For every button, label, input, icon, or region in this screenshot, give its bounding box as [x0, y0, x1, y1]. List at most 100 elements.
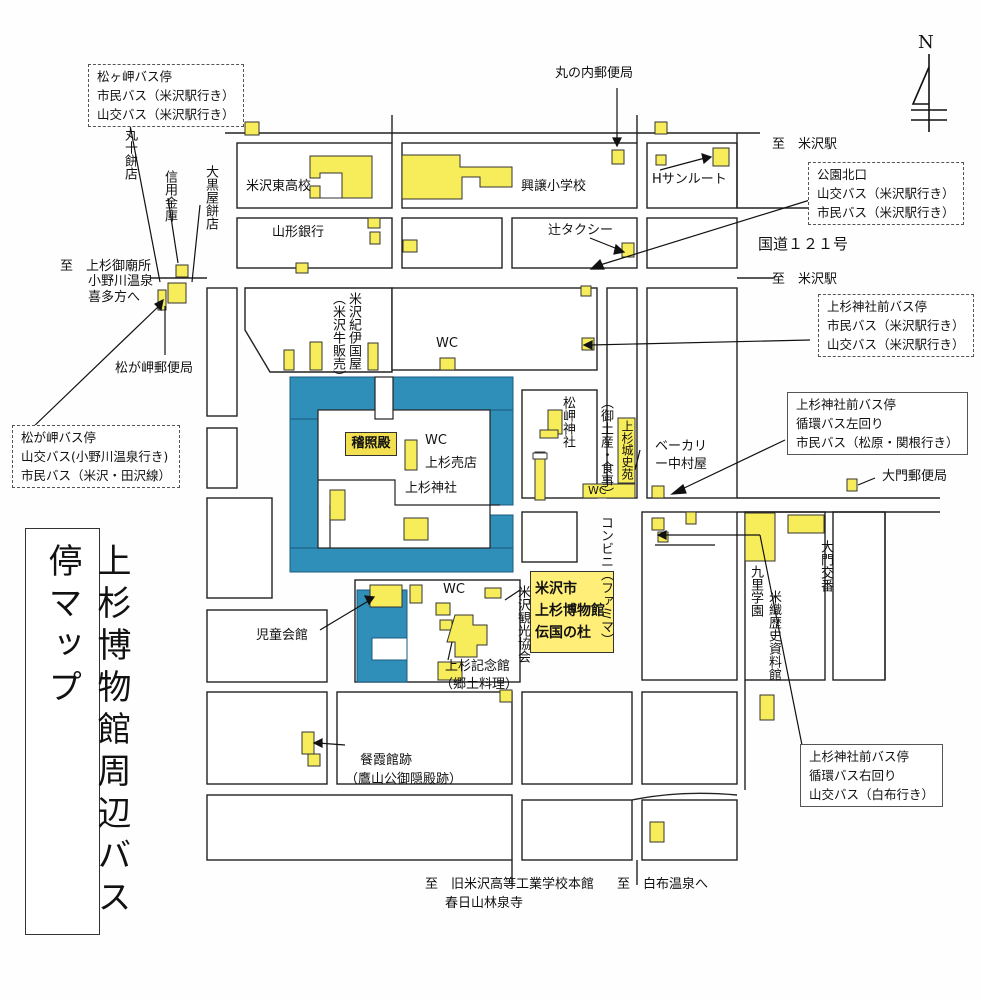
label-wc-4: WC [443, 582, 465, 597]
moat-bottom-right [489, 514, 514, 549]
label-kinenkan: 上杉記念館 [445, 659, 511, 674]
bus-stop-line: 山交バス（白布行き） [809, 787, 935, 802]
label-shinyo: 信用金庫 [162, 170, 177, 222]
block [206, 794, 513, 861]
label-matsugasaki-post: 松が岬郵便局 [115, 361, 194, 376]
label-jido: 児童会館 [256, 628, 309, 643]
bus-stop-line: 循環バス右回り [809, 768, 897, 783]
label-kyuri: 九里学園 [748, 565, 763, 617]
label-yonezawa-higashi: 米沢東高校 [246, 179, 312, 194]
label-to-yonezawa-station-2: 至 米沢駅 [772, 272, 838, 287]
buildings [157, 121, 858, 843]
bus-stop-koen-kitaguchi: 公園北口 山交バス（米沢駅行き） 市民バス（米沢駅行き） [808, 162, 964, 225]
label-wc-1: WC [436, 336, 458, 351]
north-arrow: N [903, 32, 953, 132]
museum-line: 米沢市 [535, 581, 577, 597]
block [336, 691, 513, 785]
map-title-box: 上杉博物館周辺バス停マップ [25, 528, 131, 935]
label-kiiya-sub: （米沢牛販売） [330, 292, 345, 383]
block [206, 609, 328, 683]
block [244, 287, 393, 373]
label-daimon-post: 大門郵便局 [882, 469, 948, 484]
label-to-gobyo-3: 喜多方へ [88, 290, 141, 305]
bus-stop-line: 上杉神社前バス停 [809, 749, 910, 764]
label-daikokuya: 大黒屋餅店 [203, 165, 218, 230]
roads [150, 115, 940, 885]
label-joshien: 上杉城史苑 [620, 420, 634, 480]
north-label: N [918, 32, 934, 53]
label-daimon-koban: 大門交番 [818, 540, 833, 592]
bus-stop-uesugi-mae-3: 上杉神社前バス停 循環バス右回り 山交バス（白布行き） [800, 744, 944, 807]
moat-south-inner [371, 637, 408, 661]
keishoden-label: 稽照殿 [345, 432, 397, 456]
label-yamagata-bank: 山形銀行 [272, 225, 325, 240]
bus-stop-line: 松ヶ岬バス停 [97, 69, 173, 84]
moat-right [489, 409, 514, 506]
label-kyodo: （郷土料理） [440, 677, 519, 692]
label-yoneori: 米織歴史資料館 [766, 590, 781, 681]
bus-stop-line: 市民バス（米沢駅行き） [817, 205, 955, 220]
label-uesugi-shrine: 上杉神社 [405, 481, 458, 496]
leader-lines [29, 88, 876, 761]
label-uesugi-shop: 上杉売店 [425, 456, 478, 471]
bus-stop-line: 山交バス（米沢駅行き） [827, 337, 965, 352]
label-to-kousen: 至 旧米沢高等工業学校本館 [425, 877, 595, 892]
compass-icon [911, 54, 947, 132]
label-konbini: コンビニ（ファミマ） [598, 516, 613, 646]
bus-stop-line: 市民バス（米沢駅行き） [97, 88, 235, 103]
block [641, 511, 738, 681]
label-h-sunroute: Hサンルート [652, 172, 727, 187]
bus-stop-line: 市民バス（松原・関根行き） [796, 435, 959, 450]
block [646, 287, 738, 499]
label-miyage: （御土産・食事） [598, 396, 613, 500]
label-to-gobyo-2: 小野川温泉 [88, 274, 154, 289]
bus-stop-line: 上杉神社前バス停 [796, 397, 897, 412]
block [391, 287, 598, 371]
label-route-121: 国道１２１号 [758, 235, 849, 253]
bus-stop-line: 山交バス（米沢駅行き） [97, 107, 235, 122]
label-to-shirabu: 至 白布温泉へ [617, 877, 709, 892]
moat-left [289, 418, 319, 573]
label-bakery: ベーカリー中村屋 [655, 439, 708, 472]
label-to-gobyo-1: 至 上杉御廟所 [60, 259, 152, 274]
label-tsuji-taxi: 辻タクシー [548, 223, 614, 238]
label-kanko: 米沢観光協会 [515, 585, 530, 663]
moat-top-right [392, 376, 514, 411]
block [641, 691, 738, 785]
block [832, 511, 886, 681]
block [206, 497, 273, 599]
bus-stop-line: 山交バス（米沢駅行き） [817, 186, 955, 201]
bus-stop-line: 山交バス(小野川温泉行き) [21, 449, 169, 464]
label-koujou-school: 興譲小学校 [521, 179, 587, 194]
bus-stop-uesugi-mae-2: 上杉神社前バス停 循環バス左回り 市民バス（松原・関根行き） [787, 392, 968, 455]
block [401, 217, 503, 269]
museum-line: 伝国の杜 [535, 625, 591, 641]
label-takayama: （鷹山公御隠殿跡） [345, 772, 463, 787]
bus-stop-line: 上杉神社前バス停 [827, 299, 928, 314]
block [521, 799, 633, 861]
bus-stop-line: 循環バス左回り [796, 416, 884, 431]
label-matsumisaki-shrine: 松岬神社 [560, 396, 575, 448]
label-wc-3: WC [588, 484, 607, 497]
block [646, 217, 738, 269]
block [521, 511, 578, 563]
label-to-yonezawa-station: 至 米沢駅 [772, 137, 838, 152]
torii-icon [532, 452, 548, 460]
museum-line: 上杉博物館 [535, 603, 605, 619]
map-title: 上杉博物館周辺バス停マップ [42, 543, 131, 921]
bus-stop-uesugi-mae-1: 上杉神社前バス停 市民バス（米沢駅行き） 山交バス（米沢駅行き） [818, 294, 974, 357]
block [206, 287, 238, 417]
bus-stop-matsugasaki-top: 松ヶ岬バス停 市民バス（米沢駅行き） 山交バス（米沢駅行き） [88, 64, 244, 127]
bus-stop-line: 市民バス（米沢・田沢線） [21, 468, 172, 483]
label-wc-2: WC [425, 433, 447, 448]
label-ekikakan: 餐霞館跡 [360, 753, 413, 768]
bus-stop-matsugasaki-left: 松が岬バス停 山交バス(小野川温泉行き) 市民バス（米沢・田沢線） [12, 425, 181, 488]
bus-stop-line: 市民バス（米沢駅行き） [827, 318, 965, 333]
block [236, 217, 393, 269]
label-maruju: 丸十餅店 [122, 128, 137, 180]
label-kiiya: 米沢紀伊国屋 [346, 292, 361, 370]
bus-stop-line: 公園北口 [817, 167, 868, 182]
label-maruno-post: 丸の内郵便局 [555, 66, 634, 81]
museum-box: 米沢市 上杉博物館 伝国の杜 [530, 571, 614, 653]
